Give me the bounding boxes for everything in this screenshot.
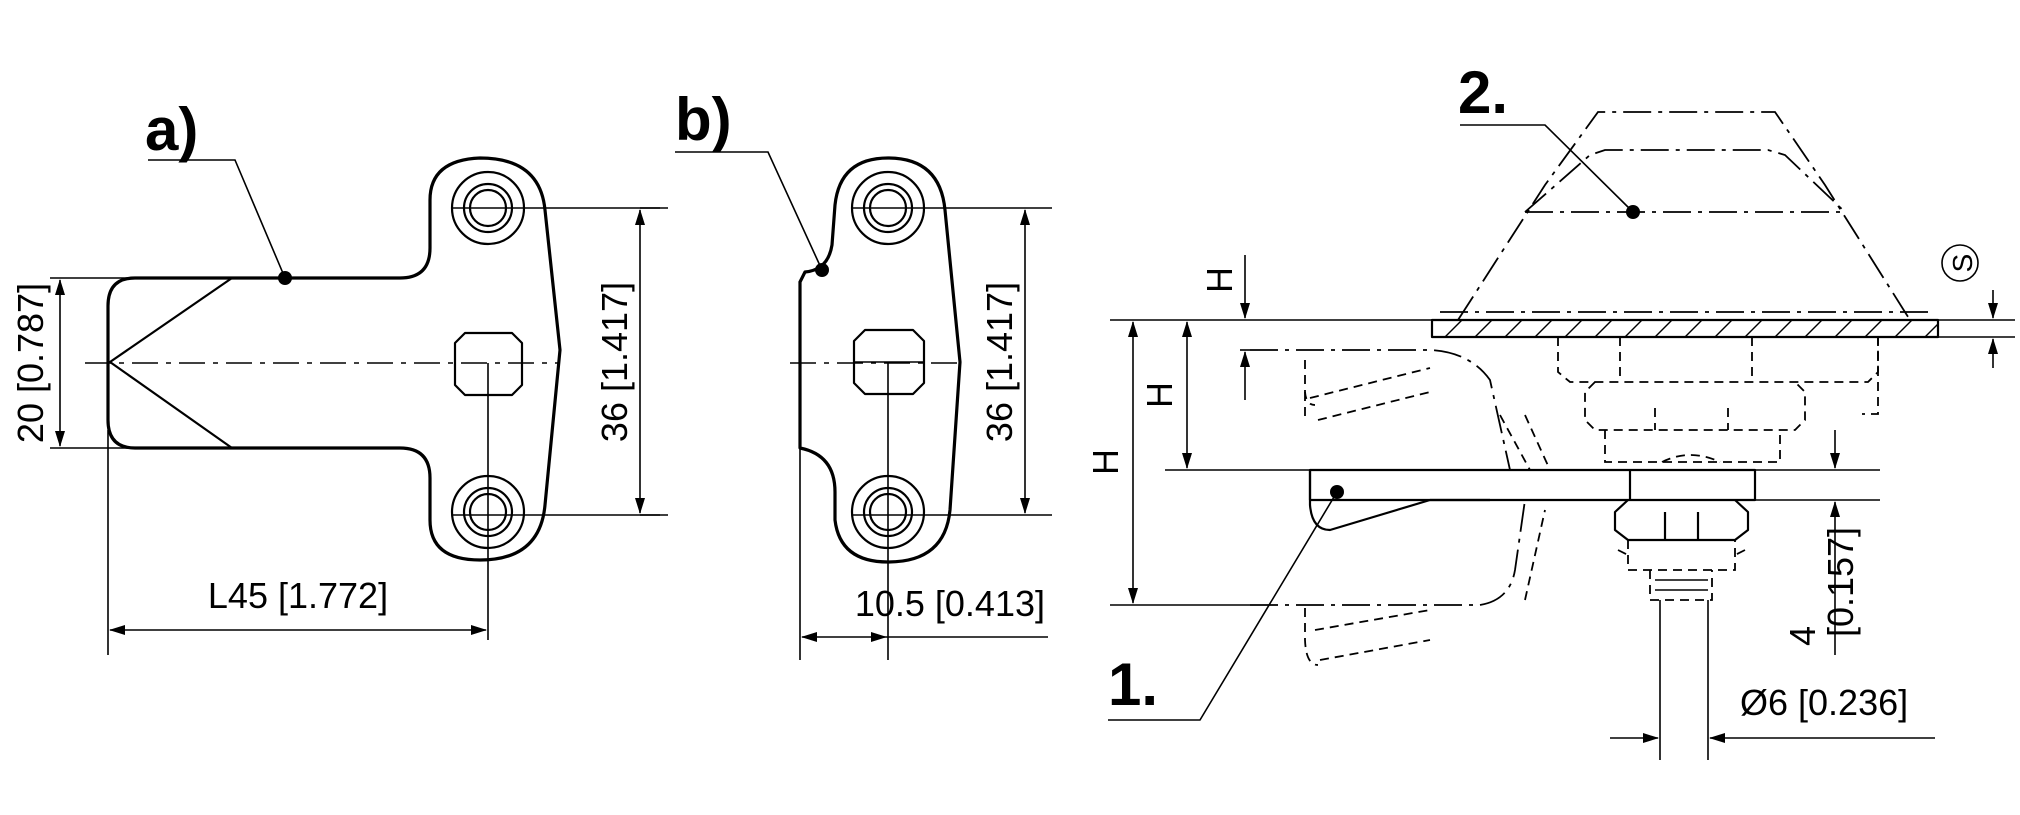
top-plate-hatch [1444, 319, 1939, 338]
upper-nut [1557, 337, 1879, 383]
dim-b-offset: 10.5 [0.413] [855, 583, 1045, 624]
dim-s-circle [1941, 244, 1979, 282]
view-a: a) 20 [0.787] L45 [1.772] 36 [1.417] [10, 96, 668, 655]
view-a-v-cut [108, 277, 233, 449]
dome-inner [1524, 149, 1846, 213]
dim-h-large: H [1085, 449, 1126, 475]
dim-a-length: L45 [1.772] [208, 575, 388, 616]
view-b-upper-hole [850, 170, 1052, 246]
view-b-leader-dot [815, 263, 829, 277]
label-1: 1. [1108, 651, 1158, 718]
dim-a-height: 20 [0.787] [10, 283, 51, 443]
view-a-central-square [453, 331, 524, 397]
label-1-leader [1108, 491, 1338, 721]
view-a-upper-hole [450, 170, 660, 246]
dim-s: S [1947, 254, 1978, 273]
dim-b-spacing: 36 [1.417] [979, 282, 1020, 442]
label-a: a) [145, 96, 198, 163]
view-b-central-square [852, 328, 926, 396]
label-2-leader [1460, 124, 1634, 213]
mid-nut [1584, 381, 1806, 431]
view-a-leader-dot [278, 271, 292, 285]
label-2-dot [1626, 205, 1640, 219]
label-2: 2. [1458, 59, 1508, 126]
dim-diameter: Ø6 [0.236] [1740, 682, 1908, 723]
view-b-leader [675, 151, 823, 271]
base-plate [1308, 468, 1757, 502]
dim-thickness-inch: [0.157] [1820, 527, 1861, 637]
phantom-clamp-lower [1250, 499, 1546, 666]
label-b: b) [675, 86, 732, 153]
dim-thickness-value: 4 [1782, 626, 1823, 646]
phantom-clamp-upper [1250, 349, 1551, 471]
stud-body [1627, 540, 1736, 571]
view-b: b) 36 [1.417] 10.5 [0.413] [675, 86, 1052, 660]
view-a-leader [148, 159, 286, 279]
view-b-outline [798, 156, 962, 564]
dome-outer [1457, 111, 1911, 321]
dim-h-mid: H [1139, 382, 1180, 408]
dim-h-small: H [1199, 267, 1240, 293]
label-1-dot [1330, 485, 1344, 499]
dim-a-spacing: 36 [1.417] [594, 282, 635, 442]
view-a-lower-hole [450, 474, 660, 550]
right-bracket [1862, 337, 1879, 415]
side-view: 2. 1. [1085, 59, 2015, 760]
view-b-lower-hole [850, 474, 1052, 550]
stud-nut [1613, 499, 1750, 542]
view-a-outline [106, 156, 562, 562]
